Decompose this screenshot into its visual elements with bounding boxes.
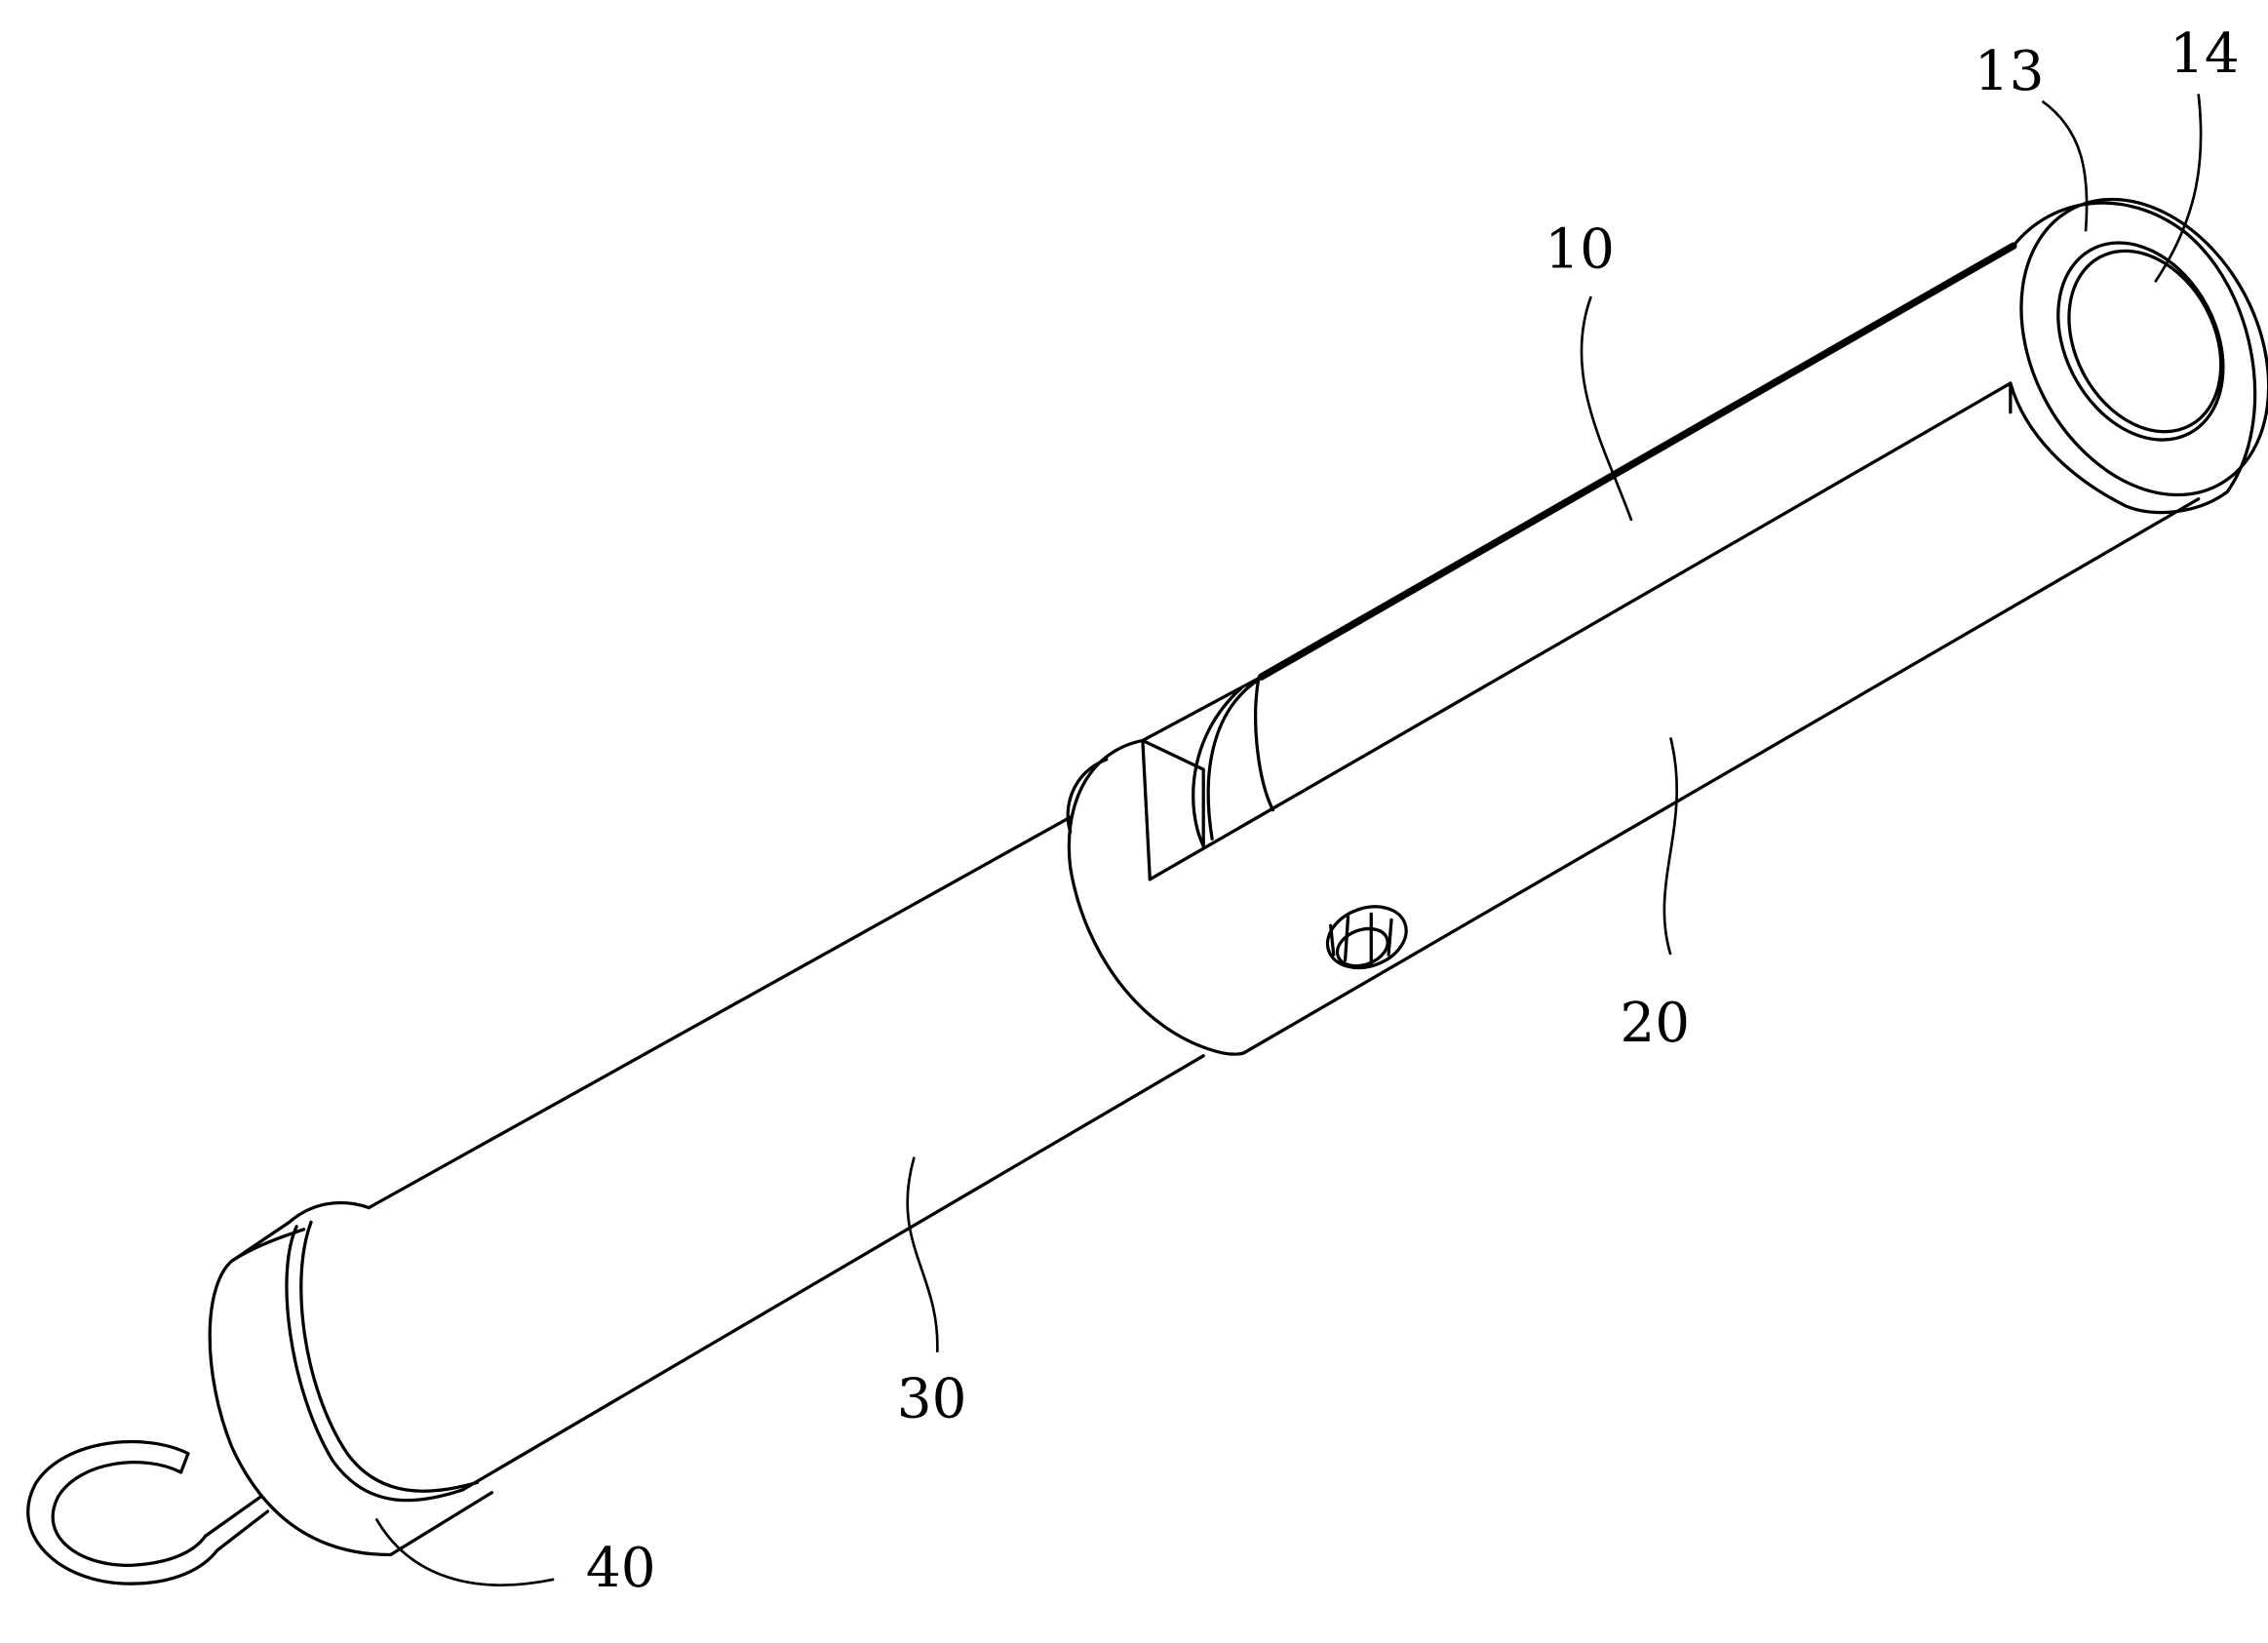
inner-tube-30 bbox=[369, 817, 1203, 1490]
label-14: 14 bbox=[2170, 22, 2240, 86]
label-13: 13 bbox=[1975, 40, 2045, 103]
end-cap bbox=[1972, 156, 2268, 538]
label-20: 20 bbox=[1620, 992, 1690, 1055]
leader-lines bbox=[376, 94, 2201, 1584]
label-10: 10 bbox=[1545, 217, 1615, 281]
label-30: 30 bbox=[897, 1368, 967, 1431]
outer-tube-10 bbox=[1143, 246, 2014, 880]
adjust-screw bbox=[1319, 896, 1415, 978]
hook bbox=[28, 1442, 268, 1584]
label-40: 40 bbox=[586, 1537, 656, 1600]
middle-tube-20 bbox=[1068, 499, 2199, 1054]
